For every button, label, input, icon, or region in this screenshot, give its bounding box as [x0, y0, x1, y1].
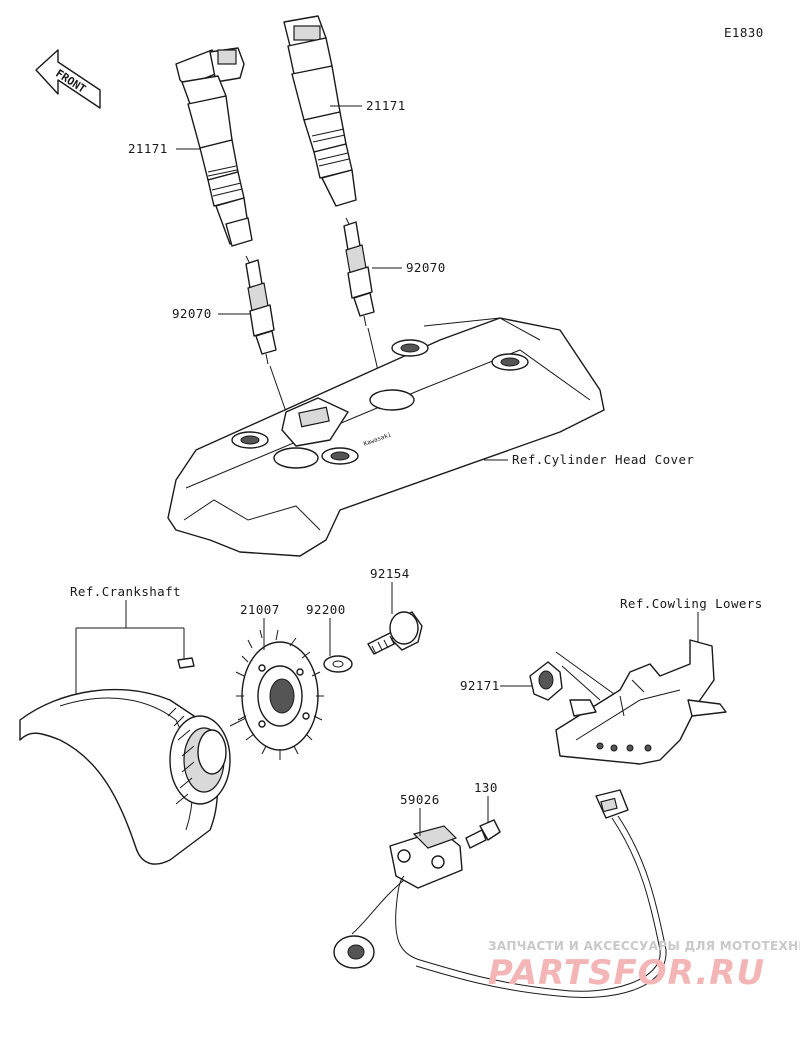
- ignition-coil-right[interactable]: [283, 15, 357, 207]
- ref-crankshaft-label: Ref.Crankshaft: [70, 584, 181, 599]
- crankshaft-key: [177, 657, 195, 669]
- washer-label: 92200: [306, 602, 346, 617]
- watermark-brand: PARTSFOR.RU: [488, 953, 765, 993]
- diagram-code: E1830: [724, 25, 764, 40]
- sensor-bolt-label: 130: [474, 780, 498, 795]
- watermark-tagline: ЗАПЧАСТИ И АКСЕССУАРЫ ДЛЯ МОТОТЕХНИКИ: [488, 939, 800, 953]
- cylinder-head-cover[interactable]: Kawasaki: [167, 317, 605, 557]
- crankshaft-sensor[interactable]: [389, 825, 463, 889]
- plug-right-label: 92070: [406, 260, 446, 275]
- rotor-bolt[interactable]: [367, 611, 423, 655]
- sensor-label: 59026: [400, 792, 440, 807]
- ref-cowling-label: Ref.Cowling Lowers: [620, 596, 763, 611]
- rotor-label: 21007: [240, 602, 280, 617]
- ignition-coil-left[interactable]: [175, 47, 253, 247]
- wire-clamp[interactable]: [529, 661, 563, 701]
- cowling-bracket: [555, 639, 727, 765]
- washer[interactable]: [323, 655, 353, 673]
- bolt-label: 92154: [370, 566, 410, 581]
- plug-left-label: 92070: [172, 306, 212, 321]
- sensor-bolt[interactable]: [465, 819, 501, 849]
- spark-plug-left[interactable]: [245, 255, 277, 365]
- coil-right-label: 21171: [366, 98, 406, 113]
- coil-left-label: 21171: [128, 141, 168, 156]
- spark-plug-right[interactable]: [343, 217, 375, 327]
- watermark: ЗАПЧАСТИ И АКСЕССУАРЫ ДЛЯ МОТОТЕХНИКИ PA…: [488, 939, 800, 993]
- timing-rotor[interactable]: [235, 629, 324, 760]
- front-arrow-icon: FRONT: [35, 49, 101, 109]
- ref-head-cover-label: Ref.Cylinder Head Cover: [512, 452, 694, 467]
- clamp-label: 92171: [460, 678, 500, 693]
- crankshaft-assembly: [19, 688, 231, 865]
- sensor-harness: [333, 789, 667, 998]
